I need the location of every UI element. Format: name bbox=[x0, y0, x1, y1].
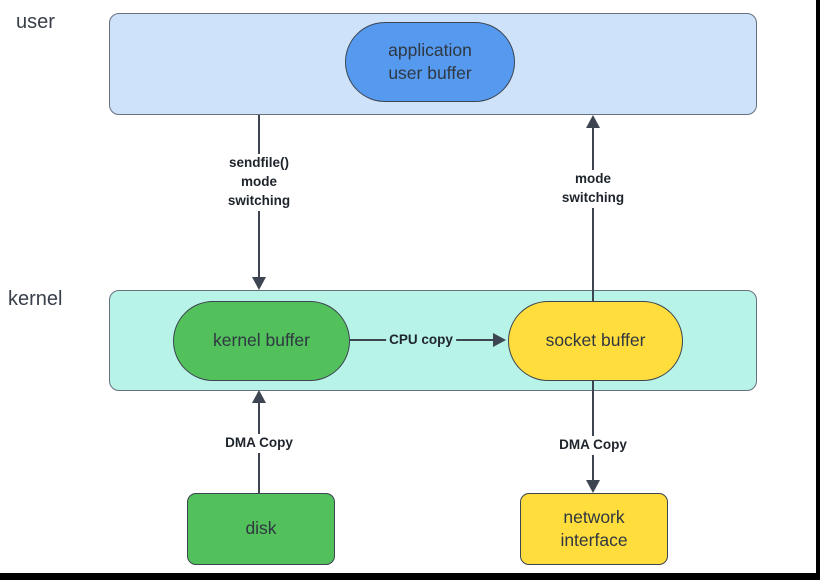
dma-copy-network-label: DMA Copy bbox=[556, 436, 630, 455]
dma-copy-network-arrow-line bbox=[592, 381, 594, 480]
window-bottom-edge bbox=[0, 573, 820, 580]
socket-buffer-node: socket buffer bbox=[508, 301, 683, 381]
kernel-buffer-node: kernel buffer bbox=[173, 301, 350, 381]
dma-copy-disk-arrowhead-icon bbox=[252, 390, 266, 403]
kernel-layer-label: kernel bbox=[8, 288, 63, 310]
mode-switching-arrowhead-icon bbox=[586, 115, 600, 128]
application-user-buffer-node: application user buffer bbox=[345, 22, 515, 102]
disk-node: disk bbox=[187, 493, 335, 565]
network-interface-node: network interface bbox=[520, 493, 668, 565]
mode-switching-label: mode switching bbox=[558, 170, 628, 208]
cpu-copy-arrowhead-icon bbox=[493, 333, 506, 347]
sendfile-arrowhead-icon bbox=[252, 277, 266, 290]
cpu-copy-label: CPU copy bbox=[386, 331, 456, 350]
dma-copy-network-arrowhead-icon bbox=[586, 480, 600, 493]
dma-copy-disk-label: DMA Copy bbox=[222, 434, 296, 453]
window-right-edge bbox=[816, 0, 820, 580]
user-layer-label: user bbox=[16, 11, 55, 33]
mode-switching-arrow-line bbox=[592, 128, 594, 301]
sendfile-mode-switching-label: sendfile() mode switching bbox=[224, 154, 294, 211]
